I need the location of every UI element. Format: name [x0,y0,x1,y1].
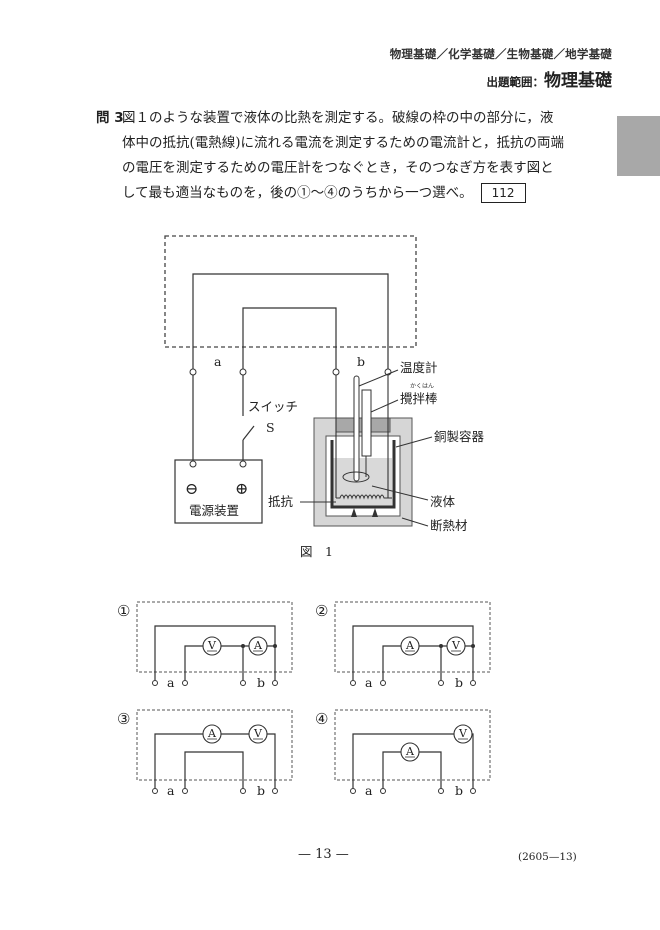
meter-letter: A [253,639,263,652]
wire-outer [192,273,389,370]
power-supply [174,459,263,524]
meter-V-icon: V [446,636,466,656]
meter-V-icon: V [453,724,473,744]
plus-icon: ⊕ [235,479,248,498]
option-1[interactable]: ① a b V A [117,601,293,690]
label-b: b [257,783,265,798]
switch-symbol: S [266,420,275,435]
range-header: 出題範囲：物理基礎 [487,66,613,91]
wire-inner [242,307,337,370]
answer-box[interactable]: 112 [480,183,526,203]
stirrer-ruby: かくはん [410,383,434,390]
terminal [189,368,197,376]
label-a: a [365,675,373,690]
insulator-label: 断熱材 [430,518,468,533]
option-label: ③ [117,710,130,728]
meter-letter: A [405,745,415,758]
liquid-label: 液体 [430,494,456,509]
thermometer-label: 温度計 [400,360,438,375]
question-block: 問 3 図１のような装置で液体の比熱を測定する。破線の枠の中の部分に，液体中の抵… [96,106,566,206]
meter-letter: A [405,639,415,652]
meter-V-icon: V [202,636,222,656]
copper-vessel [330,440,396,509]
meter-A-icon: A [400,636,420,656]
option-3[interactable]: ③ a b A V [117,709,293,798]
page-code: (2605—13) [518,851,577,863]
side-index-tab [617,116,660,176]
label-a: a [214,354,222,369]
label-b: b [357,354,365,369]
label-b: b [455,783,463,798]
label-b: b [257,675,265,690]
meter-V-icon: V [248,724,268,744]
option-label: ① [117,602,130,620]
page-number: — 13 — [298,847,349,862]
resistor-coil [336,494,392,500]
minus-icon: ⊖ [185,479,198,498]
thermometer [353,375,360,482]
stirrer [361,389,372,457]
stirrer-label: 攪拌棒 [400,391,438,406]
switch-label: スイッチ [248,399,298,414]
dashed-frame [164,235,417,348]
meter-letter: V [253,727,263,740]
label-a: a [365,783,373,798]
label-a: a [167,783,175,798]
meter-letter: V [451,639,461,652]
meter-A-icon: A [400,742,420,762]
question-text: 図１のような装置で液体の比熱を測定する。破線の枠の中の部分に，液体中の抵抗(電熱… [122,110,564,201]
option-4[interactable]: ④ a b A V [315,709,491,798]
question-number: 問 3 [96,110,124,126]
option-2[interactable]: ② a b A V [315,601,491,690]
label-b: b [455,675,463,690]
option-label: ④ [315,710,328,728]
meter-A-icon: A [202,724,222,744]
label-a: a [167,675,175,690]
power-supply-label: 電源装置 [189,503,239,518]
figure-caption: 図 1 [300,544,333,559]
terminal [332,368,340,376]
resistor-label: 抵抗 [268,494,294,509]
meter-letter: V [207,639,217,652]
meter-letter: V [458,727,468,740]
copper-vessel-label: 銅製容器 [434,429,485,444]
range-value: 物理基礎 [544,71,612,91]
option-label: ② [315,602,328,620]
switch-s[interactable] [242,425,255,441]
meter-letter: A [207,727,217,740]
terminal [239,368,247,376]
subjects-header: 物理基礎／化学基礎／生物基礎／地学基礎 [389,47,612,61]
range-label: 出題範囲： [486,75,545,89]
meter-A-icon: A [248,636,268,656]
